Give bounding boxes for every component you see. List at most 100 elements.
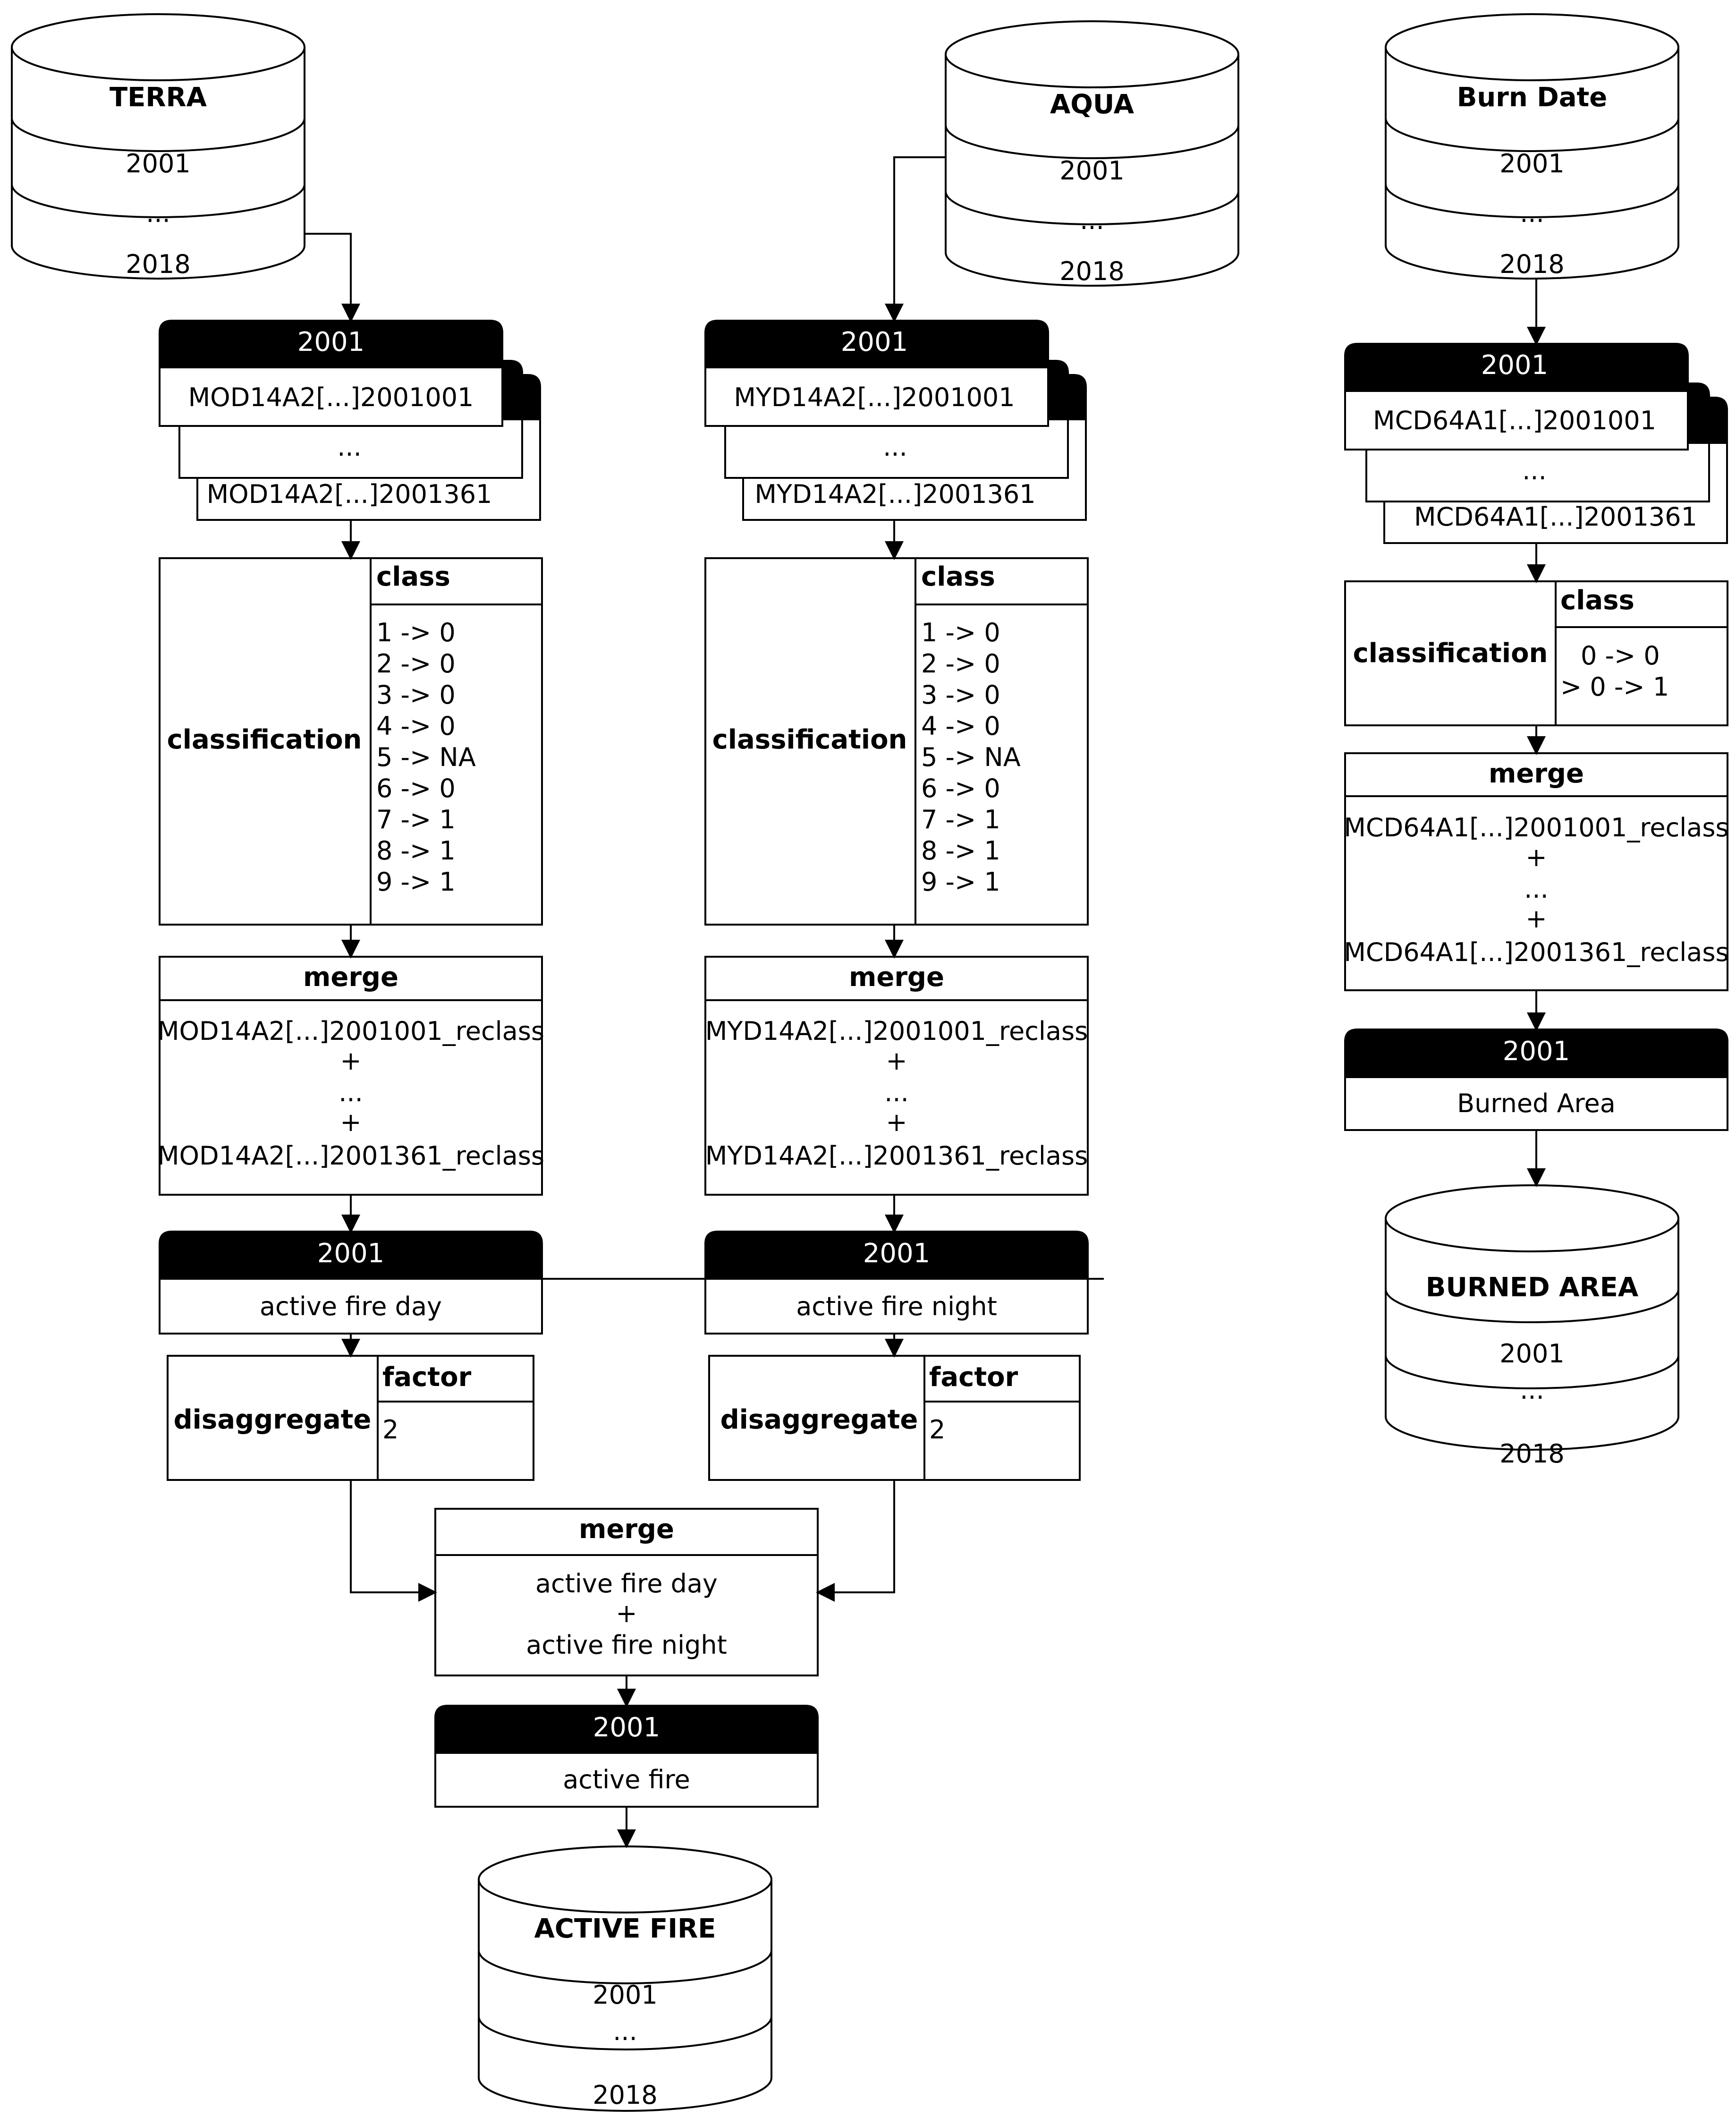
terra-result: 2001 active fire day	[159, 1231, 1104, 1335]
aqua-class-rule: 2 -> 0	[921, 649, 1000, 679]
aqua-result-year: 2001	[863, 1238, 931, 1269]
terra-file-first: MOD14A2[...]2001001	[188, 383, 474, 412]
terra-classification: classification class 1 -> 0 2 -> 0 3 -> …	[159, 557, 543, 926]
aqua-file-last: MYD14A2[...]2001361	[754, 479, 1035, 509]
burn-merge-line: MCD64A1[...]2001361_reclass	[1344, 937, 1728, 967]
terra-merge-line: MOD14A2[...]2001361_reclass	[157, 1141, 544, 1171]
burned-db-title: BURNED AREA	[1426, 1272, 1639, 1303]
burned-area-database: BURNED AREA 2001 ... 2018	[1385, 1184, 1679, 1469]
aqua-merge-line: ...	[884, 1078, 909, 1107]
aqua-db-row-ellipsis: ...	[1080, 205, 1104, 235]
active-db-row-last: 2018	[593, 2080, 657, 2110]
burn-file-ellipsis: ...	[1522, 456, 1547, 485]
burn-merge-line: +	[1525, 842, 1547, 872]
final-merge-line: active fire night	[526, 1630, 727, 1660]
terra-disaggregate-label: disaggregate	[174, 1404, 372, 1435]
terra-db-row-first: 2001	[126, 149, 190, 179]
aqua-disaggregate: disaggregate factor 2	[708, 1355, 1081, 1481]
aqua-file-first: MYD14A2[...]2001001	[734, 383, 1015, 412]
aqua-class-rule: 4 -> 0	[921, 711, 1000, 741]
terra-merge-line: +	[340, 1046, 361, 1076]
burn-db-row-first: 2001	[1499, 149, 1564, 179]
active-db-row-first: 2001	[593, 1980, 657, 2010]
aqua-disaggregate-label: disaggregate	[720, 1404, 918, 1435]
aqua-db-row-first: 2001	[1059, 156, 1124, 186]
aqua-class-rules: 1 -> 0 2 -> 0 3 -> 0 4 -> 0 5 -> NA 6 ->…	[921, 618, 1021, 897]
burn-merge-line: MCD64A1[...]2001001_reclass	[1344, 813, 1728, 842]
burned-db-row-first: 2001	[1499, 1339, 1564, 1369]
aqua-merge-line: MYD14A2[...]2001361_reclass	[705, 1141, 1088, 1171]
burn-result-label: Burned Area	[1457, 1088, 1616, 1118]
aqua-result-label: active fire night	[796, 1292, 997, 1321]
aqua-result: 2001 active fire night	[704, 1231, 1089, 1335]
aqua-merge-title: merge	[849, 962, 944, 993]
terra-class-rule: 2 -> 0	[376, 649, 456, 679]
terra-merge-title: merge	[303, 962, 398, 993]
terra-class-rule: 5 -> NA	[376, 742, 476, 772]
burn-class-header: class	[1560, 585, 1634, 616]
burn-db-row-last: 2018	[1499, 249, 1564, 279]
aqua-factor-header: factor	[929, 1362, 1018, 1393]
terra-class-header: class	[376, 561, 450, 592]
aqua-class-rule: 3 -> 0	[921, 680, 1000, 710]
aqua-class-rule: 7 -> 1	[921, 805, 1000, 834]
terra-merge: merge MOD14A2[...]2001001_reclass + ... …	[157, 956, 544, 1196]
terra-merge-line: +	[340, 1107, 361, 1137]
burn-result: 2001 Burned Area	[1344, 1029, 1728, 1131]
terra-db-row-last: 2018	[126, 249, 190, 279]
burn-class-rule: 0 -> 0	[1581, 641, 1660, 671]
burn-merge-title: merge	[1489, 758, 1584, 789]
aqua-factor-value: 2	[929, 1415, 945, 1445]
terra-factor-value: 2	[382, 1415, 398, 1445]
terra-stack-year: 2001	[297, 327, 365, 357]
terra-class-rule: 8 -> 1	[376, 836, 456, 866]
burn-file-last: MCD64A1[...]2001361	[1414, 502, 1697, 532]
final-result-year: 2001	[593, 1712, 661, 1743]
final-merge-title: merge	[579, 1514, 674, 1545]
terra-disaggregate: disaggregate factor 2	[167, 1355, 534, 1481]
final-merge: merge active fire day + active fire nigh…	[434, 1508, 819, 1676]
aqua-merge: merge MYD14A2[...]2001001_reclass + ... …	[704, 956, 1089, 1196]
terra-merge-line: MOD14A2[...]2001001_reclass	[157, 1016, 544, 1046]
terra-class-rule: 7 -> 1	[376, 805, 456, 834]
arrow-terra-disagg-to-final	[350, 1480, 437, 1602]
terra-result-year: 2001	[317, 1238, 385, 1269]
terra-class-rule: 3 -> 0	[376, 680, 456, 710]
burn-merge-line: ...	[1524, 874, 1549, 904]
terra-merge-line: ...	[339, 1078, 363, 1107]
terra-class-rule: 6 -> 0	[376, 774, 456, 803]
burn-db-row-ellipsis: ...	[1520, 198, 1544, 228]
arrow-aqua-to-stack	[885, 156, 946, 323]
final-result: 2001 active fire	[434, 1705, 819, 1808]
burn-merge-line: +	[1525, 904, 1547, 934]
burn-merge: merge MCD64A1[...]2001001_reclass + ... …	[1344, 752, 1729, 991]
burn-date-database: Burn Date 2001 ... 2018	[1385, 13, 1679, 280]
aqua-class-rule: 6 -> 0	[921, 774, 1000, 803]
terra-class-rule: 1 -> 0	[376, 618, 456, 647]
aqua-merge-line: MYD14A2[...]2001001_reclass	[705, 1016, 1088, 1046]
terra-file-ellipsis: ...	[337, 432, 362, 462]
burn-classification: classification class 0 -> 0 > 0 -> 1	[1344, 580, 1728, 726]
burn-file-first: MCD64A1[...]2001001	[1373, 406, 1656, 435]
active-db-title: ACTIVE FIRE	[534, 1913, 716, 1944]
aqua-classification-label: classification	[712, 724, 907, 755]
aqua-class-header: class	[921, 561, 995, 592]
aqua-database: AQUA 2001 ... 2018	[945, 20, 1239, 287]
burned-db-row-last: 2018	[1499, 1439, 1564, 1469]
terra-db-row-ellipsis: ...	[146, 198, 170, 228]
terra-classification-label: classification	[167, 724, 362, 755]
connectors	[305, 156, 1546, 1848]
terra-database: TERRA 2001 ... 2018	[11, 13, 305, 280]
terra-class-rule: 9 -> 1	[376, 867, 456, 897]
final-result-label: active fire	[563, 1765, 690, 1794]
final-merge-line: active fire day	[535, 1569, 718, 1598]
terra-result-label: active fire day	[260, 1292, 442, 1321]
burn-class-rule: > 0 -> 1	[1560, 672, 1669, 702]
terra-db-title: TERRA	[110, 82, 207, 113]
aqua-db-row-last: 2018	[1059, 256, 1124, 286]
final-merge-line: +	[616, 1598, 637, 1628]
aqua-class-rule: 5 -> NA	[921, 742, 1021, 772]
terra-class-rules: 1 -> 0 2 -> 0 3 -> 0 4 -> 0 5 -> NA 6 ->…	[376, 618, 476, 897]
terra-file-last: MOD14A2[...]2001361	[207, 479, 492, 509]
